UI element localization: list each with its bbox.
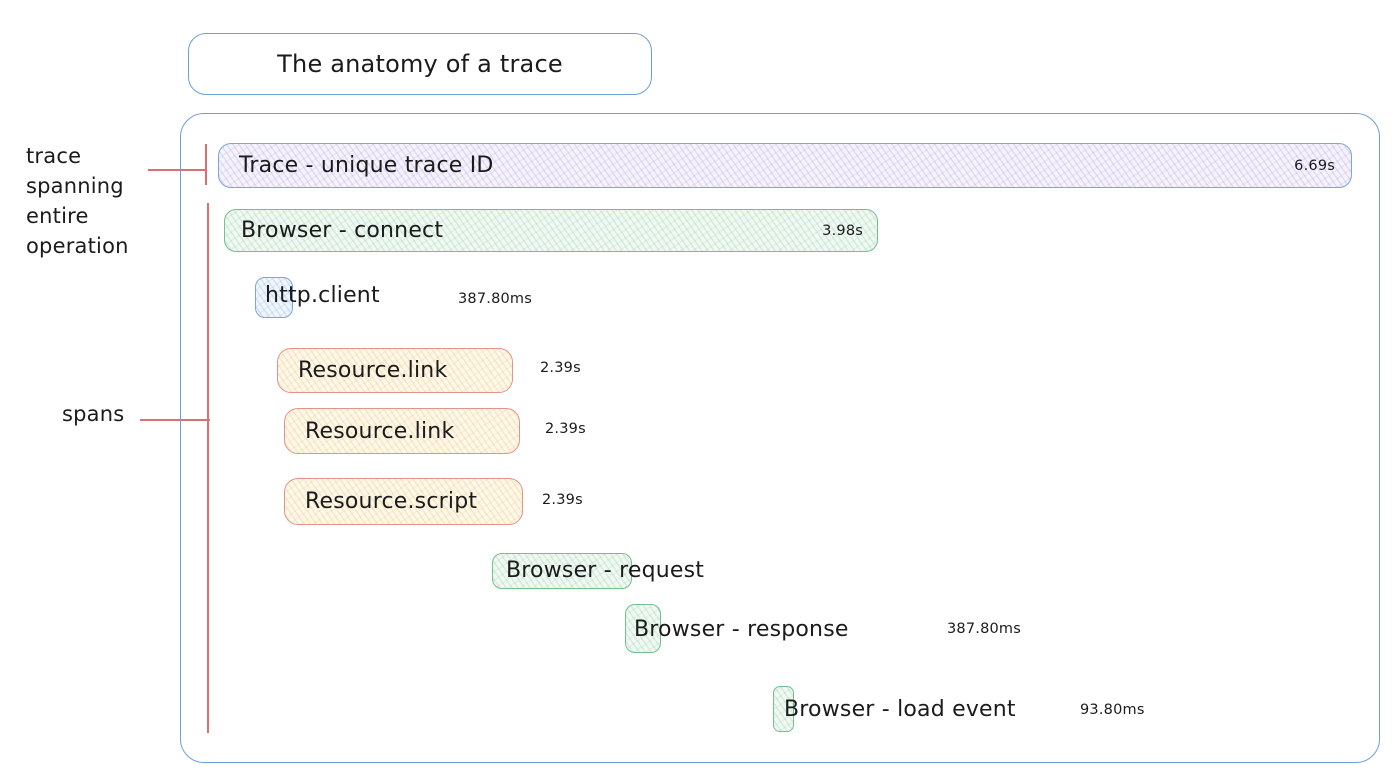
span-bar-browser-response [625, 604, 661, 653]
span-bar-resource-link-2: Resource.link [284, 408, 520, 454]
span-bar-resource-link-1: Resource.link [277, 348, 513, 393]
spans-annotation-label: spans [62, 402, 125, 426]
trace-bar-label: Trace - unique trace ID [239, 153, 494, 178]
span-browser-response-duration: 387.80ms [947, 621, 1022, 637]
span-bar-browser-request [492, 553, 632, 589]
page-title: The anatomy of a trace [277, 50, 563, 78]
span-resource-script-duration: 2.39s [542, 492, 583, 508]
span-browser-response-label: Browser - response [634, 617, 849, 642]
span-resource-link-2-label: Resource.link [305, 418, 455, 444]
span-browser-load-event-duration: 93.80ms [1080, 702, 1145, 718]
span-bar-http-client [255, 277, 293, 318]
trace-bar: Trace - unique trace ID 6.69s [218, 143, 1352, 188]
span-browser-connect-label: Browser - connect [241, 218, 444, 243]
spans-annotation-connector-line [140, 419, 210, 421]
title-box: The anatomy of a trace [188, 33, 652, 95]
span-bar-browser-connect: Browser - connect 3.98s [224, 209, 878, 252]
spans-bracket-line [207, 203, 209, 733]
span-browser-connect-duration: 3.98s [822, 222, 863, 239]
span-http-client-duration: 387.80ms [458, 291, 533, 307]
span-resource-link-2-duration: 2.39s [545, 421, 586, 437]
trace-annotation-tick [205, 144, 207, 185]
trace-annotation-label: trace spanning entire operation [26, 144, 129, 258]
span-resource-script-label: Resource.script [305, 489, 478, 514]
span-browser-request-label: Browser - request [506, 558, 705, 583]
span-resource-link-1-label: Resource.link [298, 358, 448, 383]
trace-bar-duration: 6.69s [1294, 157, 1335, 174]
span-browser-load-event-label: Browser - load event [784, 697, 1016, 722]
diagram-container [180, 113, 1380, 763]
span-http-client-label: http.client [265, 283, 380, 308]
span-bar-resource-script: Resource.script [284, 478, 523, 525]
span-resource-link-1-duration: 2.39s [540, 360, 581, 376]
trace-annotation-connector-line [148, 169, 206, 171]
span-bar-browser-load-event [773, 686, 794, 732]
